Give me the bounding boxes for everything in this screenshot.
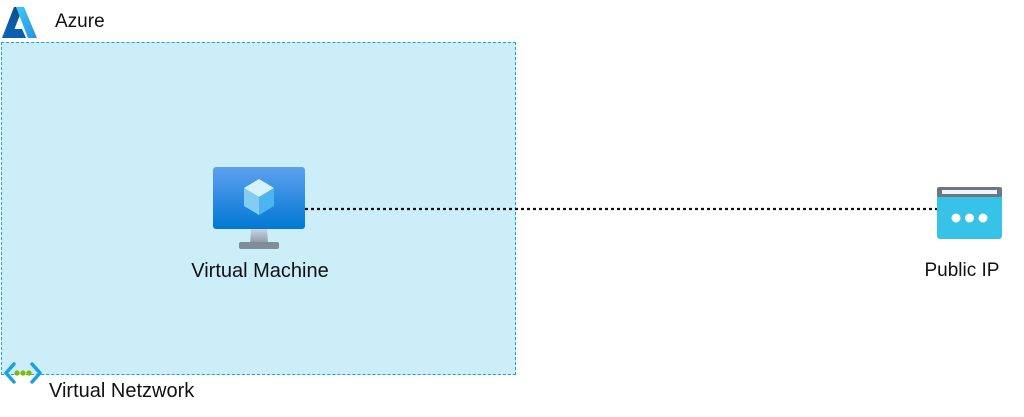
virtual-network-label: Virtual Netzwork [49,380,195,402]
azure-title: Azure [55,11,105,32]
virtual-network-icon [4,362,42,384]
public-ip-icon [937,187,1002,239]
azure-logo-icon [2,7,37,38]
virtual-machine-icon [213,167,305,249]
public-ip-label: Public IP [924,260,1000,281]
virtual-machine-label: Virtual Machine [191,260,329,282]
